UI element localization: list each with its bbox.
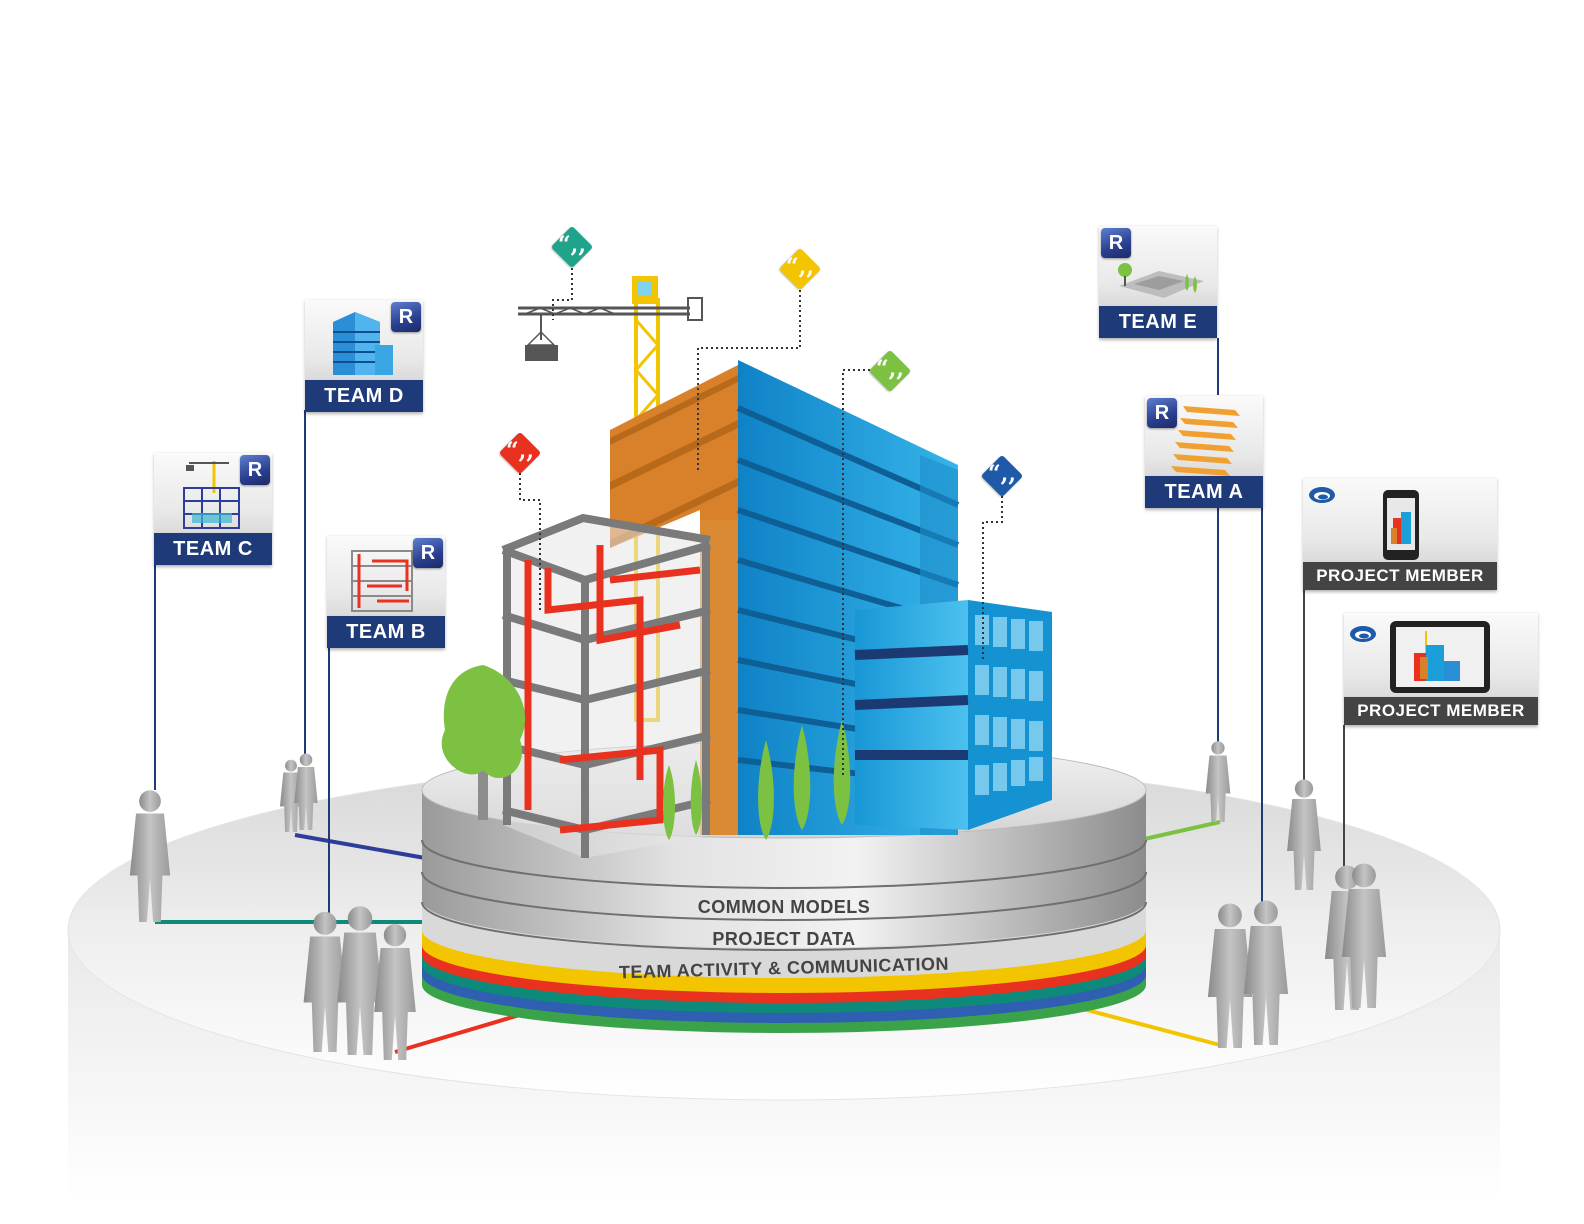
blue-tower-model-icon bbox=[333, 312, 393, 375]
team-e-card[interactable]: R TEAM E bbox=[1099, 226, 1217, 338]
project-member-tablet-thumbnail bbox=[1344, 613, 1538, 699]
project-member-tablet-label: PROJECT MEMBER bbox=[1344, 697, 1538, 725]
layer-label-common-models: COMMON MODELS bbox=[697, 897, 871, 917]
team-c-card[interactable]: R TEAM C bbox=[154, 453, 272, 565]
team-d-card[interactable]: R TEAM D bbox=[305, 300, 423, 412]
structural-frame bbox=[501, 513, 712, 858]
red-structure-model-icon bbox=[351, 550, 413, 612]
team-b-card[interactable]: R TEAM B bbox=[327, 536, 445, 648]
trees bbox=[441, 665, 851, 840]
team-c-label: TEAM C bbox=[154, 533, 272, 565]
phone-icon bbox=[1383, 490, 1419, 560]
team-b-label: TEAM B bbox=[327, 616, 445, 648]
quote-icon: “,, bbox=[558, 232, 586, 258]
floor-slabs-model-icon bbox=[1171, 406, 1240, 476]
project-member-phone-thumbnail bbox=[1303, 478, 1497, 564]
quote-icon: “,, bbox=[786, 254, 814, 280]
revit-app-icon: R bbox=[1147, 398, 1177, 428]
site-plan-model-icon bbox=[1118, 263, 1204, 298]
comment-marker-green[interactable]: “,, bbox=[868, 349, 912, 393]
team-a-thumbnail bbox=[1145, 396, 1263, 478]
project-member-phone-card[interactable]: PROJECT MEMBER bbox=[1303, 478, 1497, 590]
quote-icon: “,, bbox=[506, 438, 534, 464]
comment-marker-blue[interactable]: “,, bbox=[980, 454, 1024, 498]
mobile-app-icon bbox=[1348, 623, 1378, 645]
team-e-label: TEAM E bbox=[1099, 306, 1217, 338]
project-member-tablet-card[interactable]: PROJECT MEMBER bbox=[1344, 613, 1538, 725]
team-a-label: TEAM A bbox=[1145, 476, 1263, 508]
comment-marker-yellow[interactable]: “,, bbox=[778, 247, 822, 291]
comment-marker-red[interactable]: “,, bbox=[498, 431, 542, 475]
comment-marker-teal[interactable]: “,, bbox=[550, 225, 594, 269]
tablet-icon bbox=[1390, 621, 1490, 693]
team-d-label: TEAM D bbox=[305, 380, 423, 412]
mobile-app-icon bbox=[1307, 484, 1337, 506]
project-member-phone-label: PROJECT MEMBER bbox=[1303, 562, 1497, 590]
revit-app-icon: R bbox=[1101, 228, 1131, 258]
layer-label-project-data: PROJECT DATA bbox=[712, 929, 856, 949]
quote-icon: “,, bbox=[988, 461, 1016, 487]
revit-app-icon: R bbox=[391, 302, 421, 332]
team-e-thumbnail bbox=[1099, 226, 1217, 308]
team-a-card[interactable]: R TEAM A bbox=[1145, 396, 1263, 508]
small-blue-building bbox=[854, 600, 1052, 830]
revit-app-icon: R bbox=[240, 455, 270, 485]
team-leader-lines bbox=[154, 338, 1345, 915]
quote-icon: “,, bbox=[876, 356, 904, 382]
crane-building-model-icon bbox=[183, 461, 240, 529]
revit-app-icon: R bbox=[413, 538, 443, 568]
